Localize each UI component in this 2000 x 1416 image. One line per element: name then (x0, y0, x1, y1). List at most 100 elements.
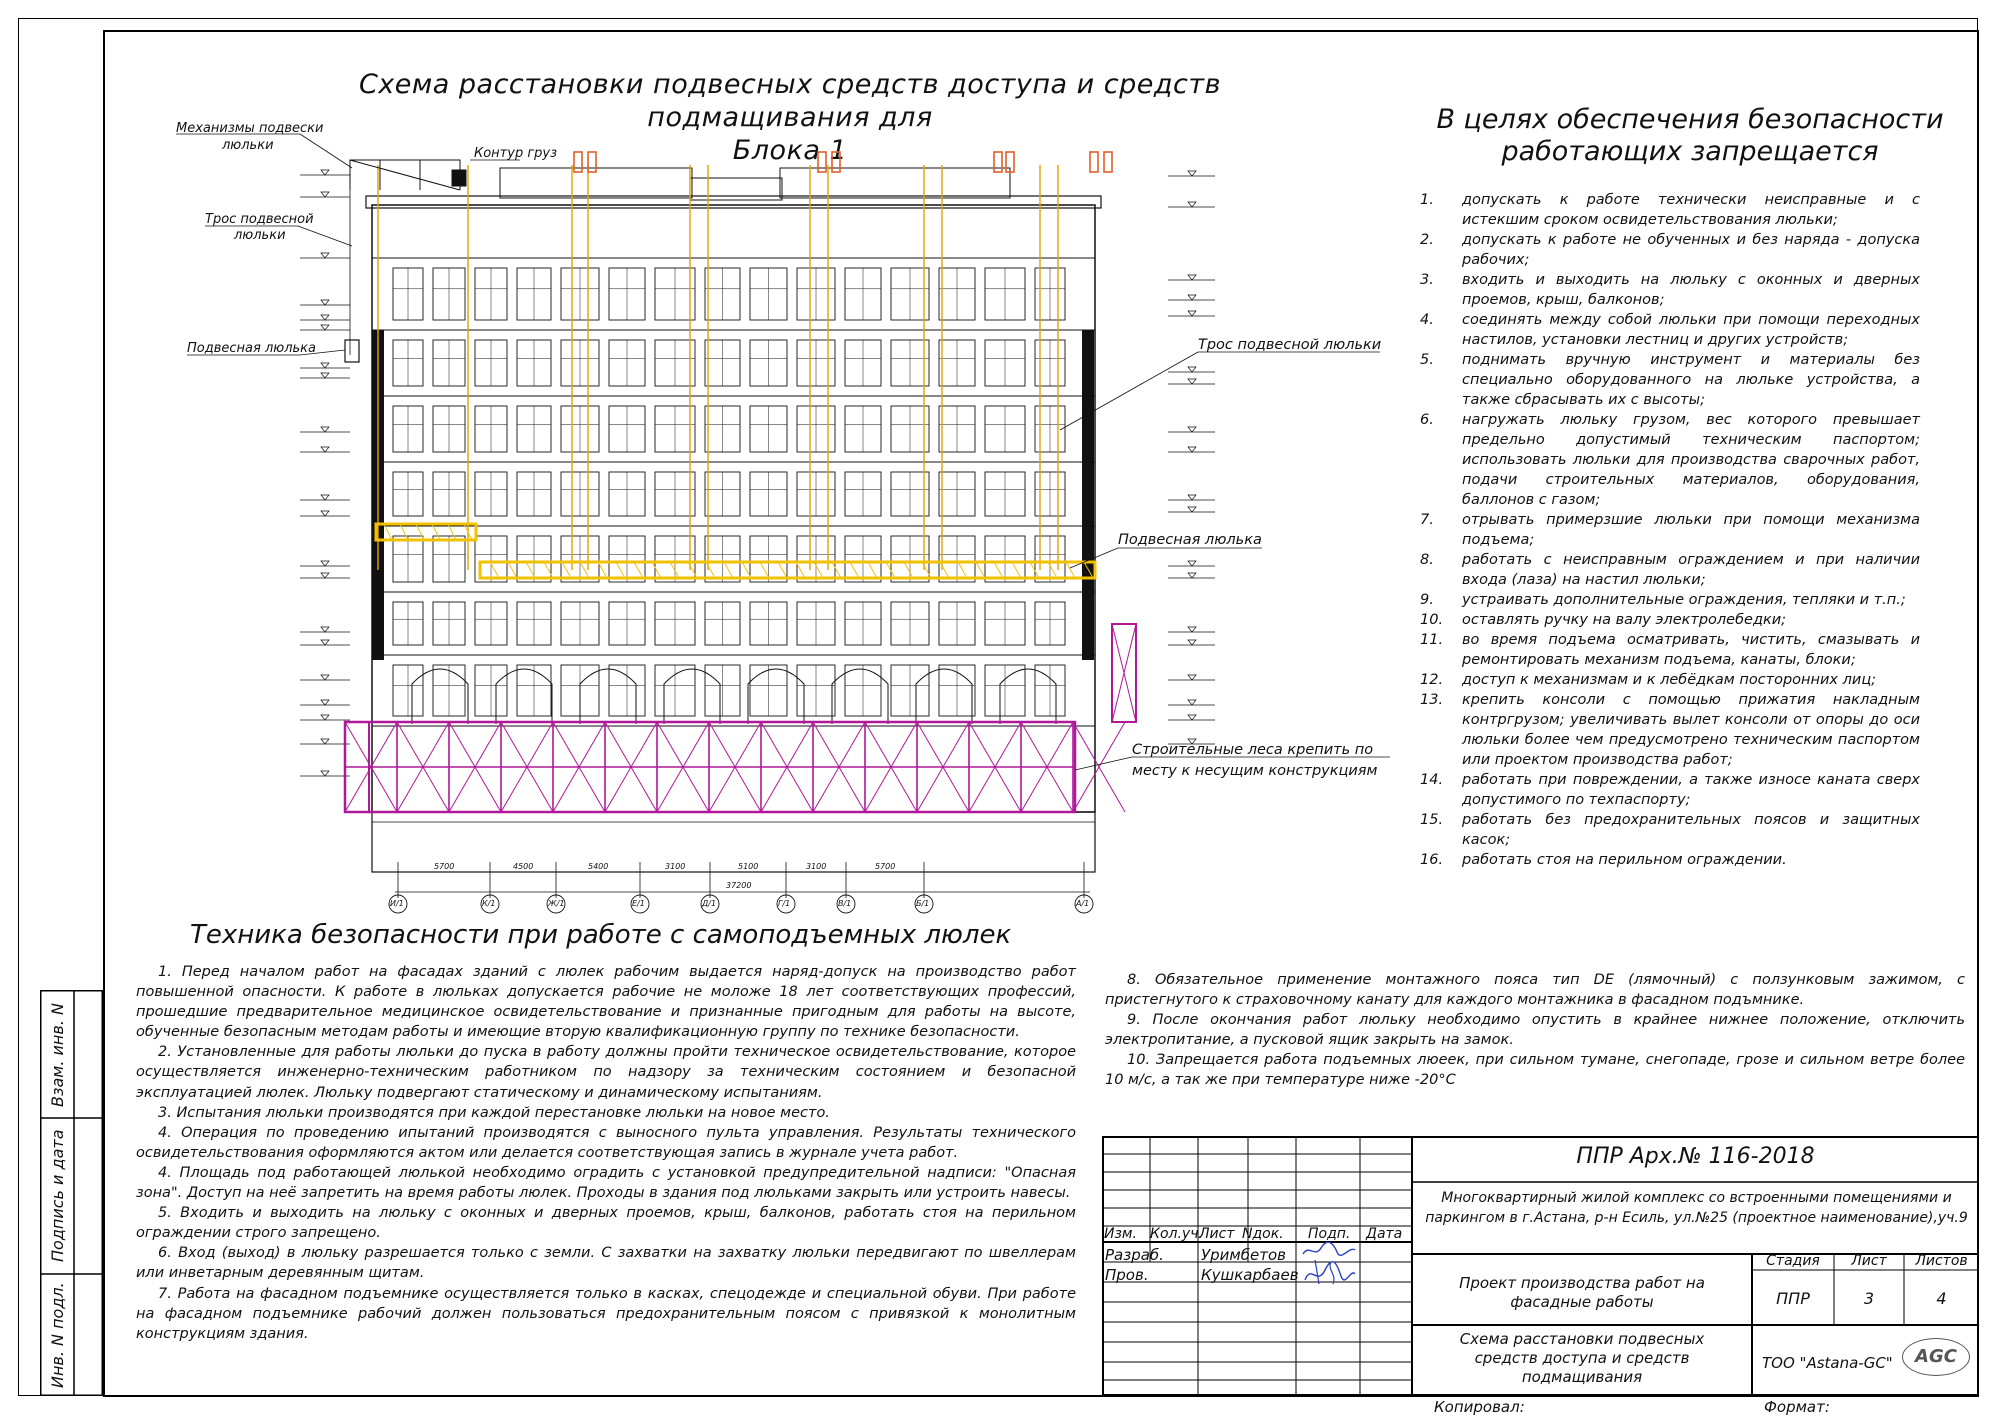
rule-number: 10. (1420, 612, 1444, 628)
cradle-rail (1047, 561, 1058, 579)
cradle-rail (903, 561, 914, 579)
sidebar-stamp: Взам. инв. N Подпись и дата Инв. N подл. (40, 990, 103, 1396)
axis-bubble (914, 894, 934, 914)
format-label: Формат: (1764, 1398, 1830, 1416)
dimension-label: 3100 (806, 862, 827, 871)
axis-label: И/1 (390, 899, 404, 908)
stage-header: Стадия (1766, 1253, 1820, 1269)
rule-item: 12.доступ к механизмам и к лебёдкам пост… (1420, 670, 1920, 690)
title-block-grid (1102, 1136, 1979, 1396)
rule-item: 11. во время подъема осматривать, чистить… (1420, 630, 1920, 670)
cradle-rail (957, 561, 968, 579)
level-arrow-left (320, 572, 330, 579)
rules-title: В целях обеспечения безопасности работаю… (1430, 104, 1950, 168)
safety-text-left: 1. Перед началом работ на фасадах зданий… (136, 962, 1076, 1344)
label-scaffold-2: месту к несущим конструкциям (1132, 763, 1378, 779)
safety-paragraph: 2. Установленные для работы люльки до пу… (136, 1044, 1076, 1101)
prov-role: Пров. (1105, 1266, 1149, 1284)
label-scaffold: Строительные леса крепить по (1132, 742, 1374, 758)
level-arrow-left (320, 494, 330, 501)
rule-text: входить и выходить на люльку с оконных и… (1462, 272, 1920, 308)
rule-item: 15.работать без предохранительных поясов… (1420, 810, 1920, 850)
sheets-header: Листов (1915, 1253, 1968, 1269)
cradle-rail (831, 561, 842, 579)
label-rope-right: Трос подвесной люльки (1198, 337, 1382, 353)
suspension-mechanism (831, 151, 841, 173)
cradle-rail (687, 561, 698, 579)
signatures (1302, 1241, 1356, 1285)
scaffold-brace (1072, 721, 1126, 813)
razrab-name: Уримбетов (1201, 1246, 1286, 1264)
axis-bubble (546, 894, 566, 914)
axis-bubble (1074, 894, 1094, 914)
level-arrow-right (1187, 494, 1197, 501)
level-arrow-left (320, 510, 330, 517)
rule-item: 10.оставлять ручку на валу электролебедк… (1420, 610, 1920, 630)
prohibited-rules-list: 1.допускать к работе технически неисправ… (1420, 190, 1920, 870)
safety-paragraph: 5. Входить и выходить на люльку с оконны… (136, 1205, 1076, 1242)
hdr-ndok: Nдок. (1242, 1226, 1284, 1242)
suspension-mechanism (587, 151, 597, 173)
level-arrow-right (1187, 626, 1197, 633)
suspension-mechanism (817, 151, 827, 173)
rule-text: допускать к работе технически неисправны… (1462, 192, 1920, 228)
safety-paragraph: 1. Перед началом работ на фасадах зданий… (136, 964, 1076, 1041)
level-arrow-left (320, 362, 330, 369)
safety-paragraph: 8. Обязательное применение монтажного по… (1105, 972, 1965, 1009)
axis-bubble (630, 894, 650, 914)
rule-number: 7. (1420, 512, 1434, 528)
arched-window (663, 668, 721, 724)
company-name: ТОО "Astana-GC" (1762, 1354, 1893, 1372)
level-arrow-left (320, 714, 330, 721)
rule-text: работать стоя на перильном ограждении. (1462, 852, 1787, 868)
safety-paragraph: 4. Операция по проведению ипытаний произ… (136, 1124, 1076, 1161)
rule-number: 11. (1420, 632, 1444, 648)
cradle-rail (669, 561, 680, 579)
cradle-rail (1011, 561, 1022, 579)
rule-text: поднимать вручную инструмент и материалы… (1462, 352, 1920, 408)
rule-item: 7. отрывать примерзшие люльки при помощи … (1420, 510, 1920, 550)
level-arrow-left (320, 324, 330, 331)
level-arrow-right (1187, 170, 1197, 177)
cradle-rail (993, 561, 1004, 579)
hdr-podp: Подп. (1308, 1226, 1351, 1242)
rule-text: во время подъема осматривать, чистить, с… (1462, 632, 1920, 668)
cradle-rail (489, 561, 500, 579)
counterweight (451, 169, 467, 187)
level-arrow-left (320, 372, 330, 379)
sidebar-podpis: Подпись и дата (48, 1129, 67, 1262)
safety-paragraph: 6. Вход (выход) в люльку разрешается тол… (136, 1245, 1076, 1282)
level-arrow-left (320, 674, 330, 681)
rule-text: крепить консоли с помощью прижатия накла… (1462, 692, 1920, 768)
cradle-main (478, 560, 1097, 580)
rule-item: 2.допускать к работе не обученных и без … (1420, 230, 1920, 270)
arched-window (747, 668, 805, 724)
roof-parapet-mid (689, 177, 783, 201)
cradle-rail (651, 561, 662, 579)
safety-paragraph: 4. Площадь под работающей люлькой необхо… (136, 1164, 1076, 1202)
suspension-mechanism (1103, 151, 1113, 173)
level-arrow-left (320, 314, 330, 321)
cradle-rail (561, 561, 572, 579)
level-arrow-right (1187, 366, 1197, 373)
dimension-label: 5400 (588, 862, 609, 871)
safety-text-right: 8. Обязательное применение монтажного по… (1105, 970, 1965, 1091)
doc-code: ППР Арх.№ 116-2018 (1576, 1144, 1815, 1169)
rule-number: 15. (1420, 812, 1444, 828)
cradle-rail (415, 523, 425, 541)
label-counterweight: Контур груз (474, 146, 558, 161)
level-arrow-right (1187, 294, 1197, 301)
axis-label: Б/1 (916, 899, 930, 908)
level-arrow-left (320, 169, 330, 176)
rule-number: 9. (1420, 592, 1434, 608)
level-arrow-right (1187, 674, 1197, 681)
cradle-rail (885, 561, 896, 579)
level-arrow-right (1187, 714, 1197, 721)
rule-number: 14. (1420, 772, 1444, 788)
safety-paragraph: 7. Работа на фасадном подъемнике осущест… (136, 1285, 1076, 1342)
hdr-kol: Кол.уч. (1150, 1226, 1203, 1242)
rule-text: отрывать примерзшие люльки при помощи ме… (1462, 512, 1920, 548)
level-arrow-right (1187, 446, 1197, 453)
cradle-rail (939, 561, 950, 579)
company-logo: AGC (1902, 1338, 1970, 1376)
